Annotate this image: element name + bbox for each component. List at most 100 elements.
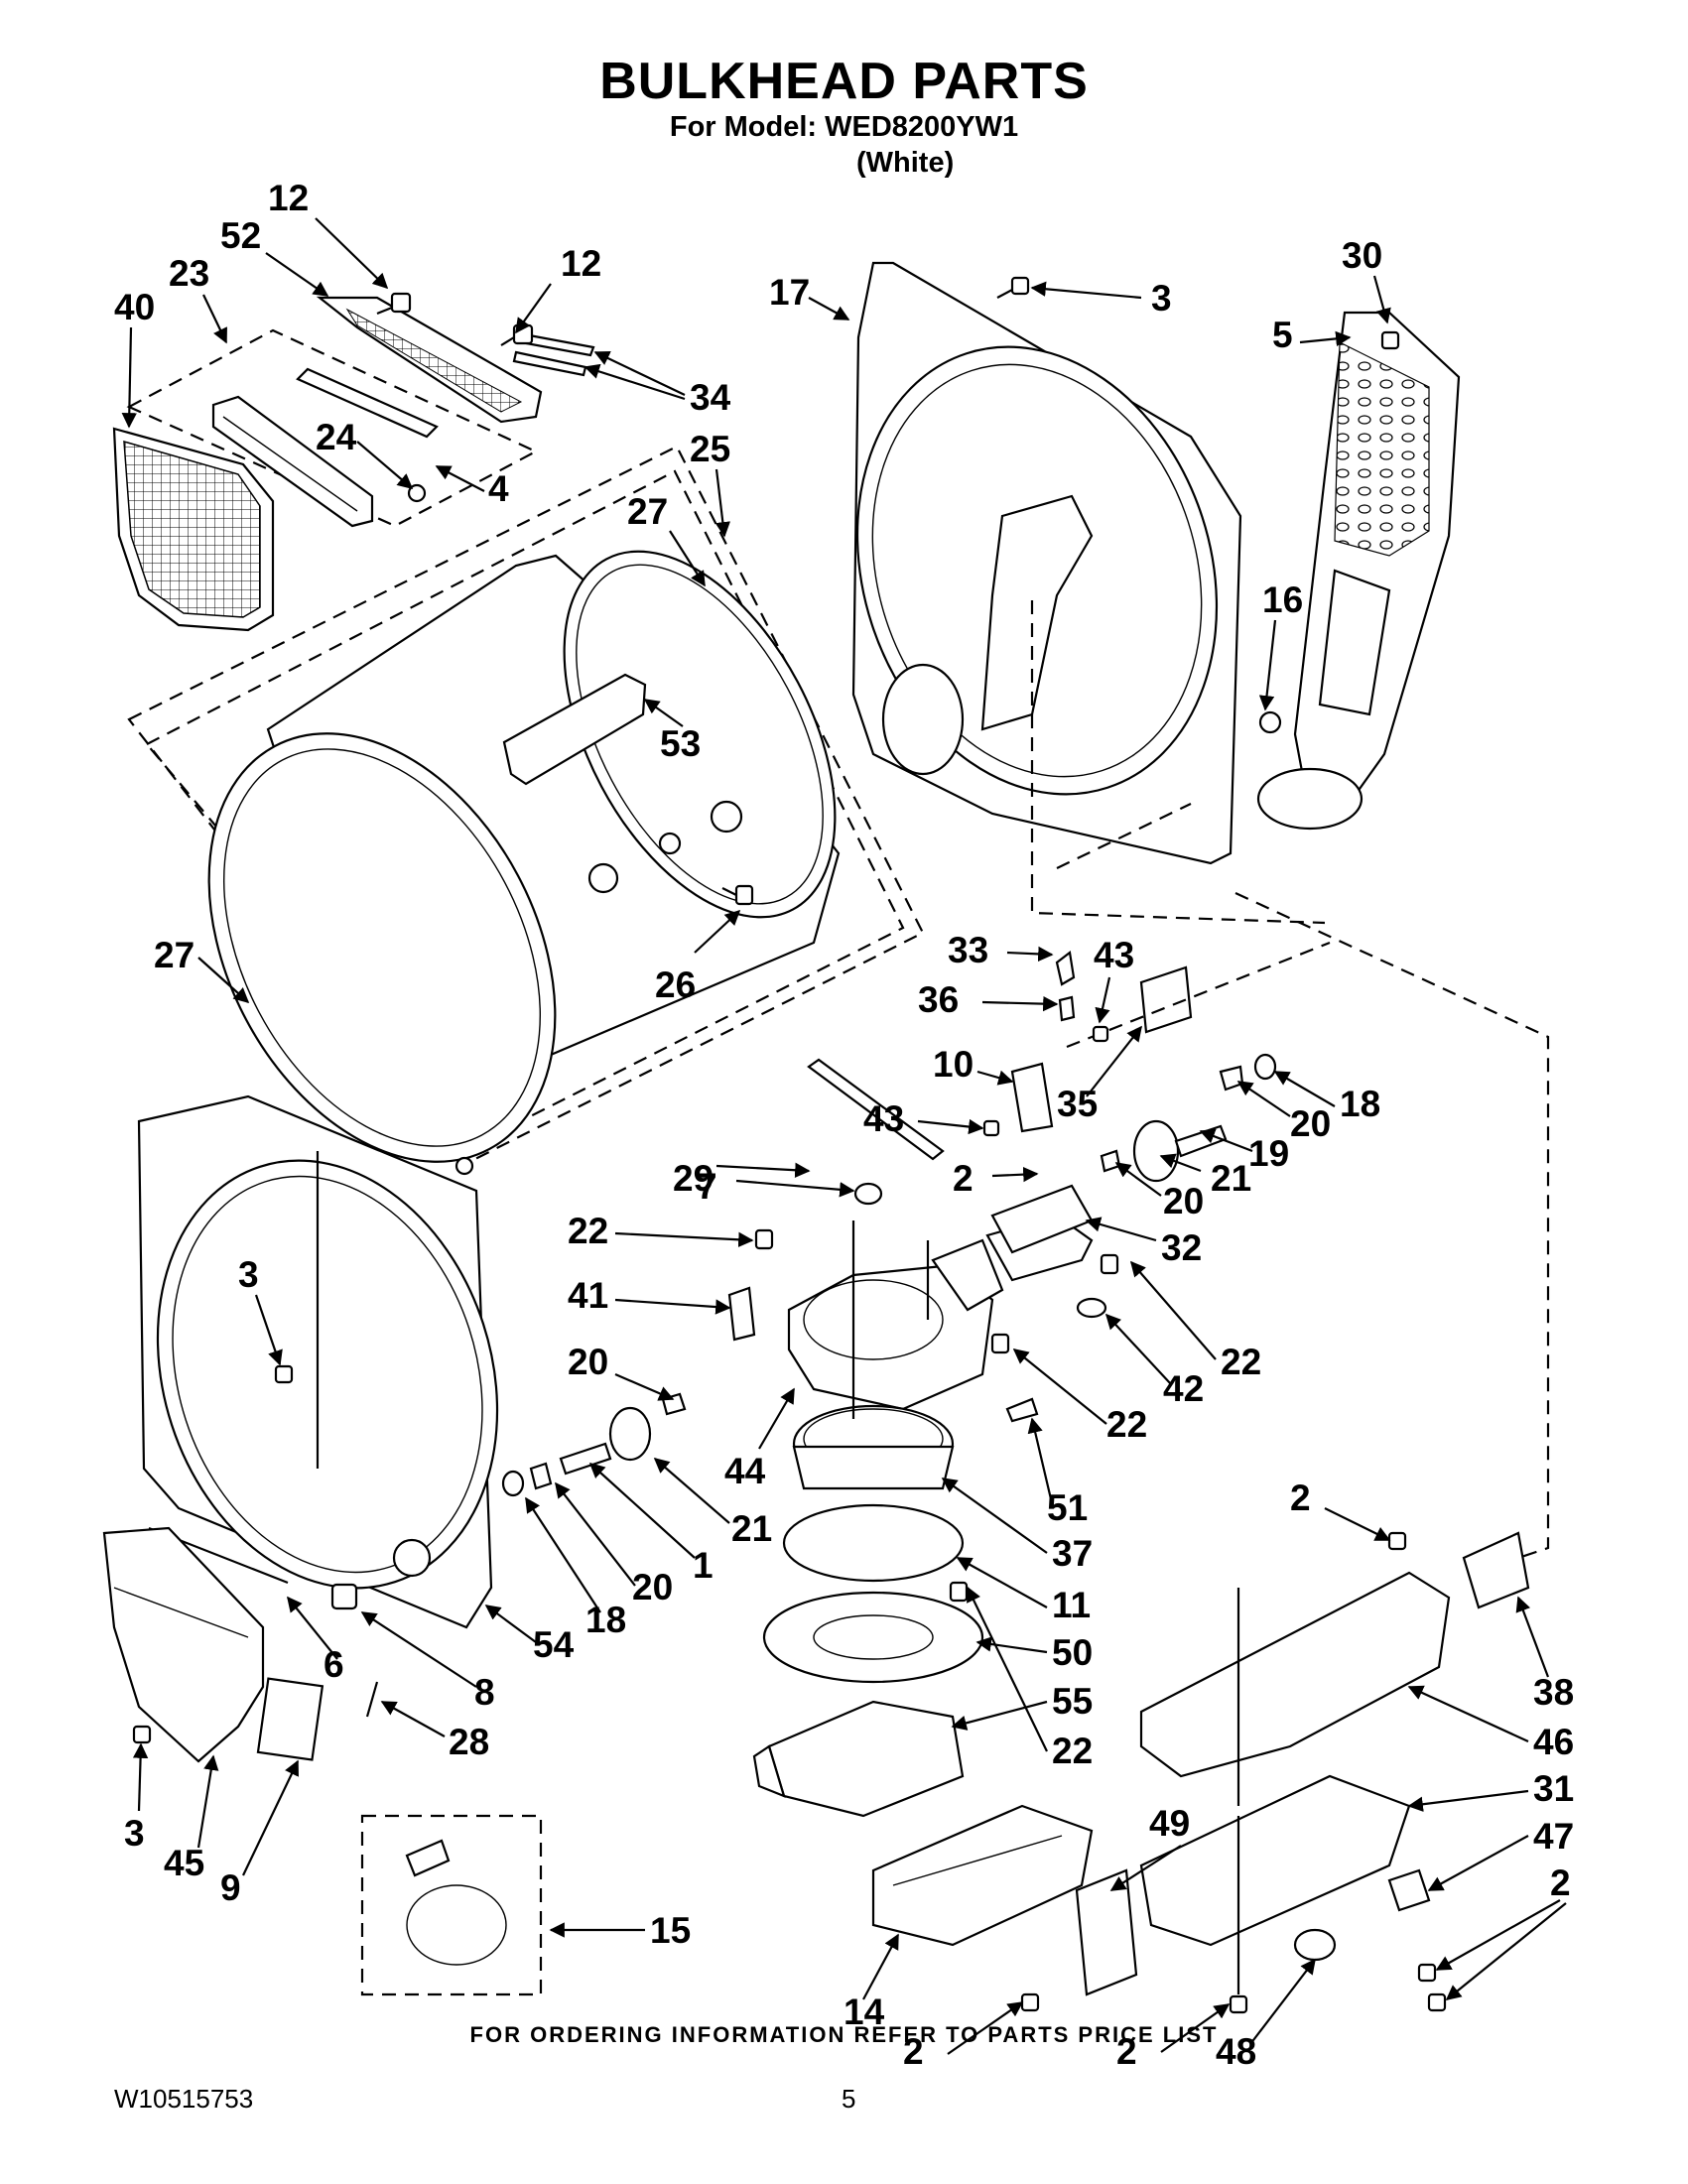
lint-duct-part [102,1526,265,1763]
callout-28: 28 [449,1722,489,1762]
callout-2d: 2 [1116,2031,1137,2072]
callout-38: 38 [1533,1672,1574,1713]
callout-17: 17 [769,272,810,313]
bracket-part [1139,965,1193,1034]
callout-12b: 12 [561,243,601,284]
bracket-part [727,1286,756,1342]
callout-21: 21 [1211,1158,1251,1199]
callout-49: 49 [1149,1803,1190,1844]
callout-2: 2 [953,1158,974,1199]
callout-23: 23 [169,253,209,294]
callout-32: 32 [1161,1227,1202,1268]
callout-36: 36 [918,979,959,1020]
callout-54: 54 [533,1624,575,1665]
callout-43: 43 [1094,935,1134,975]
callout-labels: 12 52 23 40 12 34 24 4 25 27 53 26 27 17… [114,178,1574,2072]
motor-components-group [727,941,1331,1818]
callout-3c: 3 [124,1813,145,1854]
callout-22b: 22 [1221,1342,1261,1382]
callout-52: 52 [220,215,261,256]
screw-part [500,323,534,346]
callout-46: 46 [1533,1722,1574,1762]
page-number: 5 [842,2084,856,2114]
plate-part [752,1700,965,1818]
callout-20: 20 [1290,1103,1331,1144]
callout-3b: 3 [238,1254,259,1295]
belt-part [807,1058,945,1161]
callout-34: 34 [690,377,731,418]
callout-40: 40 [114,287,155,327]
cover-part [762,1591,984,1684]
callout-29: 29 [673,1158,714,1199]
callout-30: 30 [1342,235,1382,276]
lint-grille-part [316,296,543,424]
callout-18: 18 [1340,1084,1380,1124]
callout-47: 47 [1533,1816,1574,1857]
callout-51: 51 [1047,1487,1088,1528]
callout-5: 5 [1272,315,1293,355]
callout-8: 8 [474,1672,495,1713]
callout-55: 55 [1052,1681,1093,1722]
bracket-part [1010,1062,1054,1133]
impeller-part [792,1404,955,1490]
lint-screen-part [112,427,275,632]
callout-19: 19 [1248,1133,1289,1174]
clip-part [365,1681,379,1718]
callout-9: 9 [220,1867,241,1908]
screw-part [721,884,754,906]
model-line: For Model: WED8200YW1 [669,111,1019,143]
callout-7: 7 [697,1166,717,1207]
drum-group [127,445,925,1176]
callout-4: 4 [488,468,509,509]
blower-housing-part [787,1214,1094,1411]
callout-24: 24 [316,417,357,457]
duct-part [1256,311,1461,831]
screw-part [1380,330,1400,350]
callout-48: 48 [1216,2031,1256,2072]
callout-2c: 2 [1550,1863,1571,1903]
screw-part [996,276,1030,299]
baffle-part [502,673,647,786]
ordering-note: FOR ORDERING INFORMATION REFER TO PARTS … [469,2022,1219,2047]
callout-42: 42 [1163,1368,1204,1409]
callout-2e: 2 [903,2031,924,2072]
callout-6: 6 [324,1644,344,1685]
document-id: W10515753 [114,2084,254,2114]
callout-1: 1 [693,1545,714,1586]
seal-part [782,1503,965,1583]
page-title: BULKHEAD PARTS [599,53,1089,110]
variant-label: (White) [856,147,955,179]
callout-10: 10 [933,1044,974,1085]
callout-22: 22 [568,1211,608,1251]
callout-18b: 18 [585,1600,626,1640]
lint-housing-part [211,367,439,528]
callout-25: 25 [690,429,730,469]
callout-22c: 22 [1106,1404,1147,1445]
callout-41: 41 [568,1275,608,1316]
callout-21b: 21 [731,1508,772,1549]
gasket-part [256,1677,325,1761]
kit-part [360,1814,543,1996]
callout-53: 53 [660,723,701,764]
callout-3: 3 [1151,278,1172,319]
callout-12: 12 [268,178,309,218]
callout-11: 11 [1052,1585,1091,1625]
pulley-part [853,1182,883,1206]
callout-22d: 22 [1052,1731,1093,1771]
callout-15: 15 [650,1910,691,1951]
leader-arrows [121,217,1567,2055]
callout-16: 16 [1262,579,1303,620]
callout-43b: 43 [863,1098,904,1139]
callout-50: 50 [1052,1632,1093,1673]
rear-bulkhead-group [851,261,1282,865]
callout-27b: 27 [154,935,195,975]
callout-37: 37 [1052,1533,1093,1574]
callout-45: 45 [164,1843,204,1883]
callout-27: 27 [627,491,668,532]
heater-group [871,1531,1530,2014]
lint-filter-group [112,292,595,632]
callout-26: 26 [655,964,696,1005]
callout-44: 44 [724,1451,766,1491]
callout-2b: 2 [1290,1477,1311,1518]
screw-part [376,292,412,316]
